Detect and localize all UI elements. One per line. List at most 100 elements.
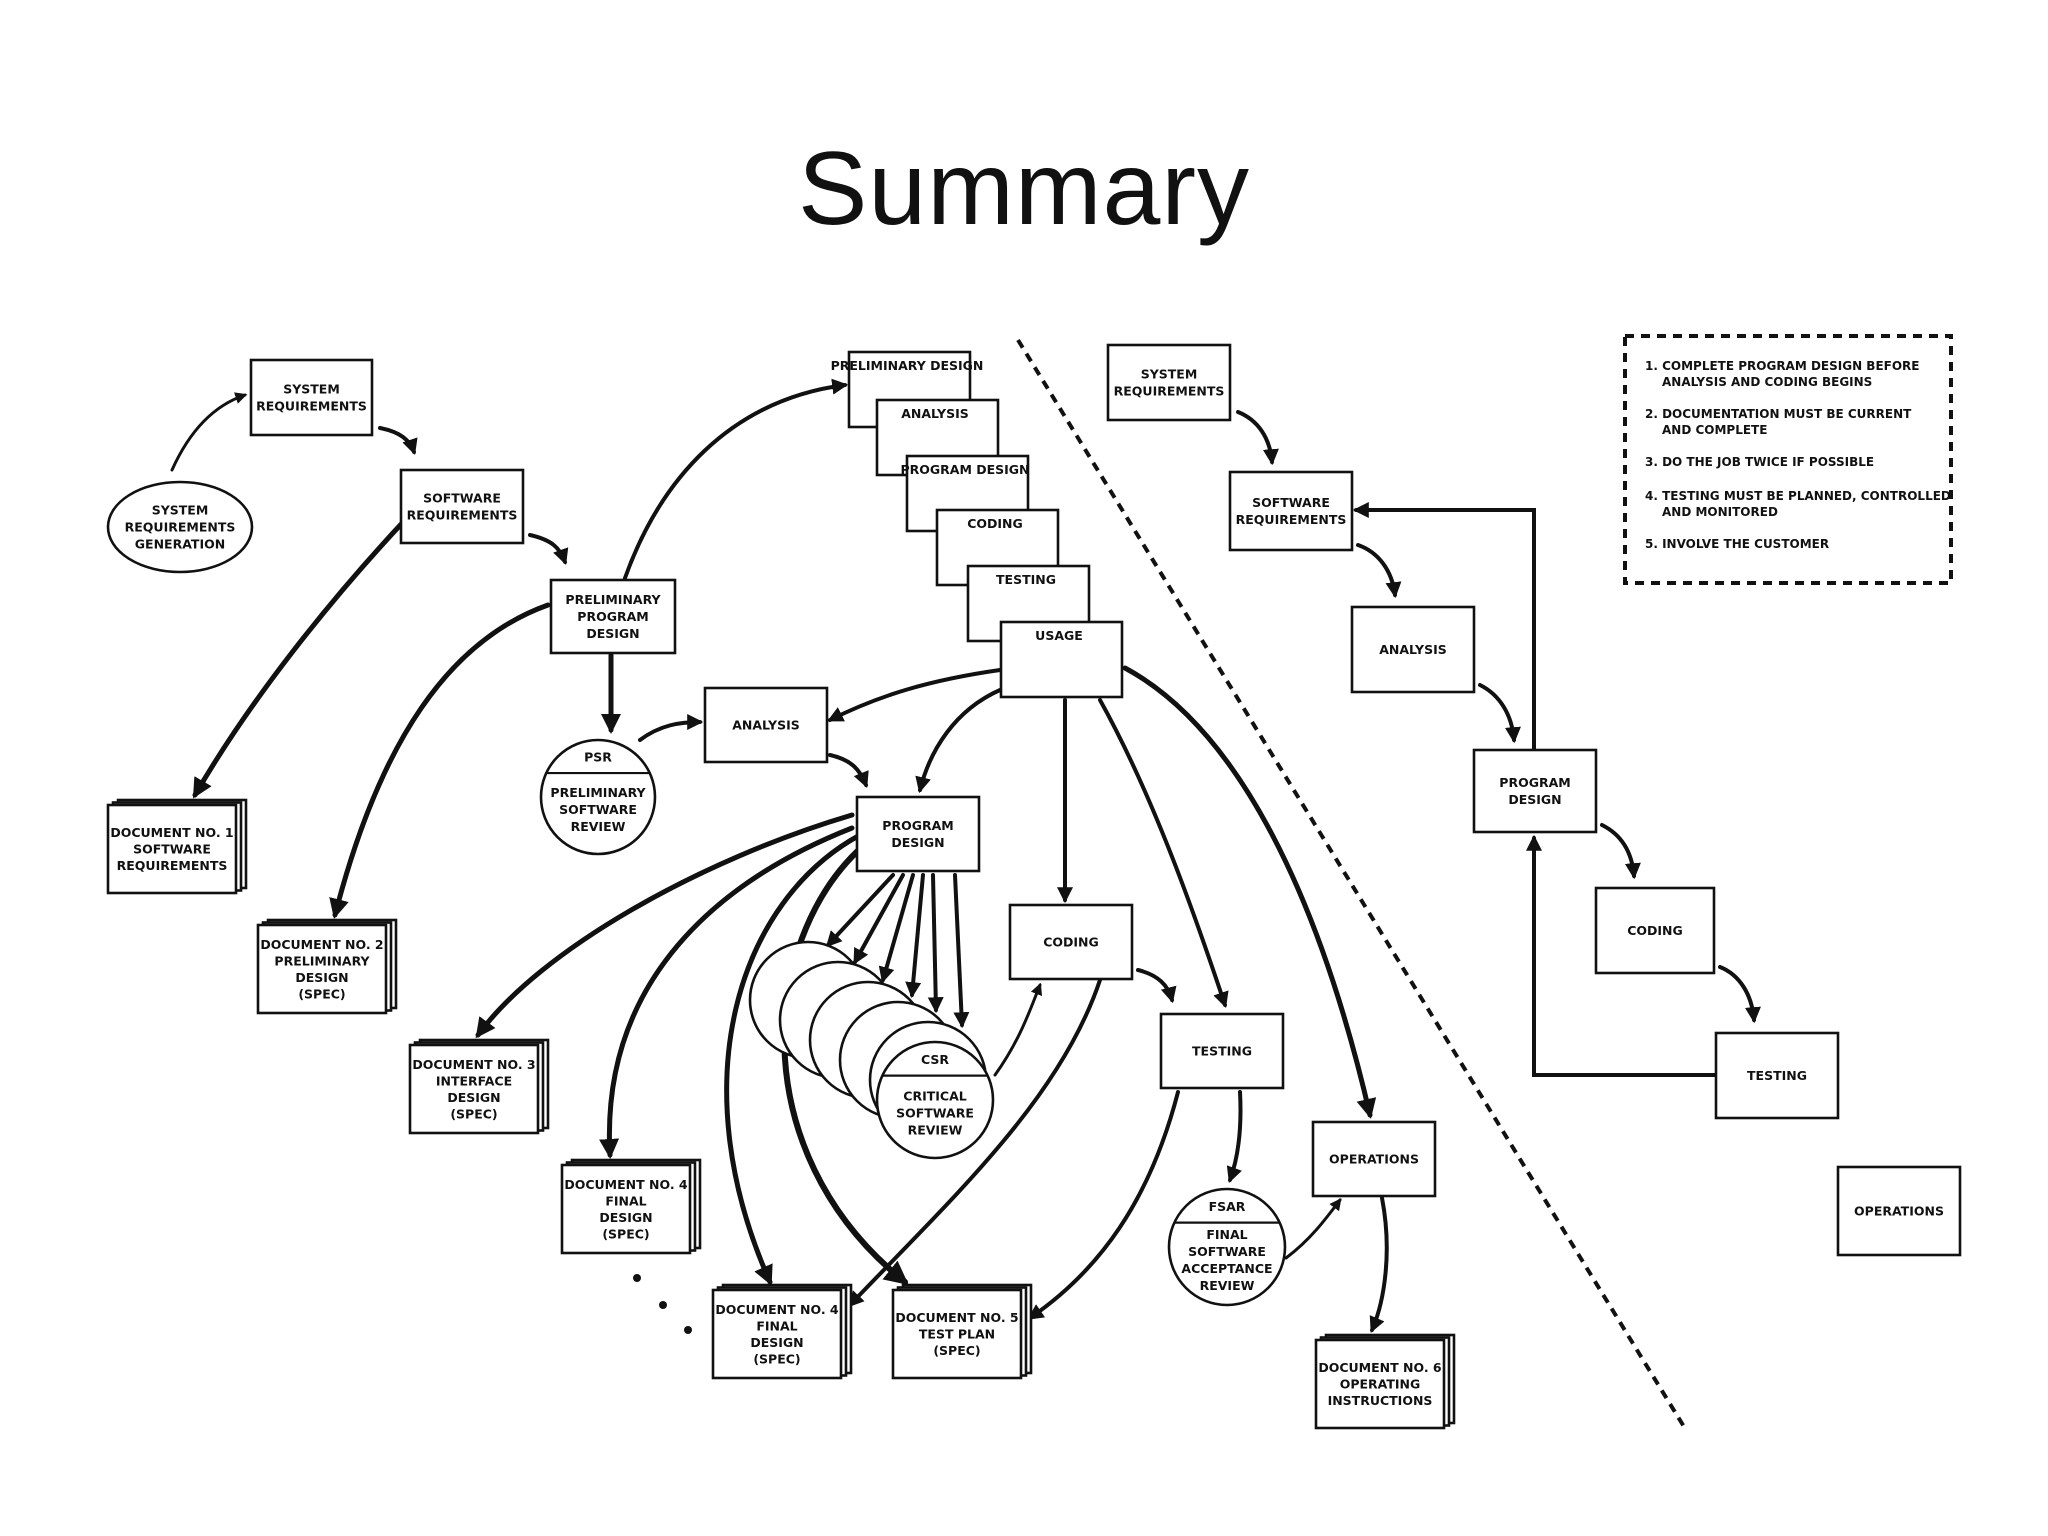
arrow-pd-to-doc4a — [599, 825, 855, 1159]
document-4b-line: (SPEC) — [753, 1351, 800, 1366]
document-4b-line: DOCUMENT NO. 4 — [715, 1302, 839, 1317]
arrow-pd-csr-1 — [825, 873, 895, 948]
document-4b-line: FINAL — [756, 1318, 797, 1333]
r-software-requirements-box: SOFTWARE REQUIREMENTS — [1228, 470, 1354, 552]
r-arrow-testing-feedback — [1526, 834, 1718, 1077]
principles-note-frame — [1623, 334, 1953, 585]
psr-review-line: SOFTWARE — [559, 802, 637, 817]
arrow-sysreq-to-swreq — [378, 426, 418, 456]
ellipsis-dot — [659, 1301, 667, 1309]
fsar-review-line: ACCEPTANCE — [1181, 1261, 1272, 1276]
principle-note-line: AND COMPLETE — [1662, 423, 1767, 437]
r-software-requirements-box-line: SOFTWARE — [1252, 495, 1330, 510]
stack-sheet-label: USAGE — [1035, 628, 1083, 643]
r-testing-box: TESTING — [1714, 1031, 1840, 1120]
system-requirements-generation-ellipse — [106, 480, 254, 574]
r-analysis-box: ANALYSIS — [1350, 605, 1476, 694]
preliminary-program-design-box-line: PROGRAM — [577, 609, 648, 624]
arrow-pd-csr-3 — [878, 873, 915, 984]
document-3-line: INTERFACE — [436, 1073, 512, 1088]
slide-title: Summary — [798, 131, 1250, 247]
document-2-line: (SPEC) — [298, 986, 345, 1001]
arrow-testing-to-doc5 — [1027, 1090, 1180, 1320]
arrow-testing-to-fsar — [1226, 1090, 1243, 1184]
arrow-usage-to-operations — [1122, 665, 1377, 1119]
arrow-pd-csr-2 — [853, 873, 905, 965]
system-requirements-generation-line: GENERATION — [135, 537, 225, 552]
ellipsis-dot — [633, 1274, 641, 1282]
arrow-coding-to-testing — [1136, 968, 1177, 1004]
document-1-line: REQUIREMENTS — [117, 858, 228, 873]
ellipsis-dot — [684, 1326, 692, 1334]
coding-box-line: CODING — [1043, 935, 1099, 950]
program-design-box-line: PROGRAM — [882, 818, 953, 833]
document-6-line: INSTRUCTIONS — [1328, 1393, 1433, 1408]
r-operations-box-frame — [1836, 1165, 1962, 1257]
preliminary-program-design-box-frame — [549, 578, 677, 655]
r-arrow-swreq-to-analysis — [1356, 543, 1402, 599]
psr-review-acronym: PSR — [584, 750, 612, 765]
arrow-gen-to-sysreq — [170, 392, 248, 472]
document-4a-line: (SPEC) — [602, 1226, 649, 1241]
r-system-requirements-box-line: REQUIREMENTS — [1114, 384, 1225, 399]
document-4b-page-front — [711, 1288, 843, 1380]
system-requirements-generation: SYSTEM REQUIREMENTS GENERATION — [106, 480, 254, 574]
testing-box: TESTING — [1159, 1012, 1285, 1090]
arrow-pd-csr-4 — [905, 873, 925, 999]
principle-note-line: 3. DO THE JOB TWICE IF POSSIBLE — [1645, 455, 1874, 469]
testing-box-line: TESTING — [1192, 1044, 1252, 1059]
arrow-pd-to-doc4b — [724, 832, 863, 1286]
document-5-page-front — [891, 1288, 1023, 1380]
document-1-page-front — [106, 803, 238, 895]
connector-arrows — [170, 378, 1761, 1333]
r-testing-box-frame — [1714, 1031, 1840, 1120]
document-3-line: (SPEC) — [450, 1106, 497, 1121]
arrow-fsar-to-operations — [1284, 1198, 1342, 1260]
stack-sheet-label: PRELIMINARY DESIGN — [831, 358, 984, 373]
stack-sheet-label: PROGRAM DESIGN — [900, 462, 1029, 477]
principle-note-line: ANALYSIS AND CODING BEGINS — [1662, 375, 1872, 389]
document-2-line: DOCUMENT NO. 2 — [260, 937, 383, 952]
r-arrow-pd-to-coding — [1600, 823, 1641, 880]
r-arrow-analysis-to-pd — [1478, 683, 1521, 744]
arrow-ppd-to-stack — [623, 378, 849, 580]
document-5-line: (SPEC) — [933, 1343, 980, 1358]
psr-review-line: PRELIMINARY — [550, 785, 646, 800]
software-requirements-box-line: REQUIREMENTS — [407, 508, 518, 523]
fsar-review-line: REVIEW — [1200, 1278, 1255, 1293]
r-system-requirements-box-line: SYSTEM — [1141, 367, 1198, 382]
arrow-coding-to-doc4b — [847, 978, 1102, 1308]
operations-box-frame — [1311, 1120, 1437, 1198]
operations-box: OPERATIONS — [1311, 1120, 1437, 1198]
r-analysis-box-frame — [1350, 605, 1476, 694]
system-requirements-generation-line: REQUIREMENTS — [125, 520, 236, 535]
stack-sheet — [999, 620, 1124, 699]
software-requirements-box-frame — [399, 468, 525, 545]
r-system-requirements-box-frame — [1106, 343, 1232, 422]
system-requirements-generation-line: SYSTEM — [152, 503, 209, 518]
r-software-requirements-box-frame — [1228, 470, 1354, 552]
arrow-swreq-to-doc1 — [192, 517, 408, 799]
program-design-box-line: DESIGN — [891, 835, 944, 850]
r-program-design-box-line: PROGRAM — [1499, 775, 1570, 790]
system-requirements-box-line: REQUIREMENTS — [256, 399, 367, 414]
r-testing-box-line: TESTING — [1747, 1068, 1807, 1083]
csr-review-line: REVIEW — [908, 1122, 963, 1137]
stack-sheet-label: CODING — [967, 516, 1023, 531]
document-4a-line: DOCUMENT NO. 4 — [564, 1177, 688, 1192]
dashed-divider — [1016, 338, 1688, 1432]
document-6-line: DOCUMENT NO. 6 — [1318, 1360, 1442, 1375]
r-software-requirements-box-line: REQUIREMENTS — [1236, 512, 1347, 527]
document-2-line: PRELIMINARY — [274, 953, 370, 968]
principles-note-box: 1. COMPLETE PROGRAM DESIGN BEFOREANALYSI… — [1623, 334, 1953, 585]
